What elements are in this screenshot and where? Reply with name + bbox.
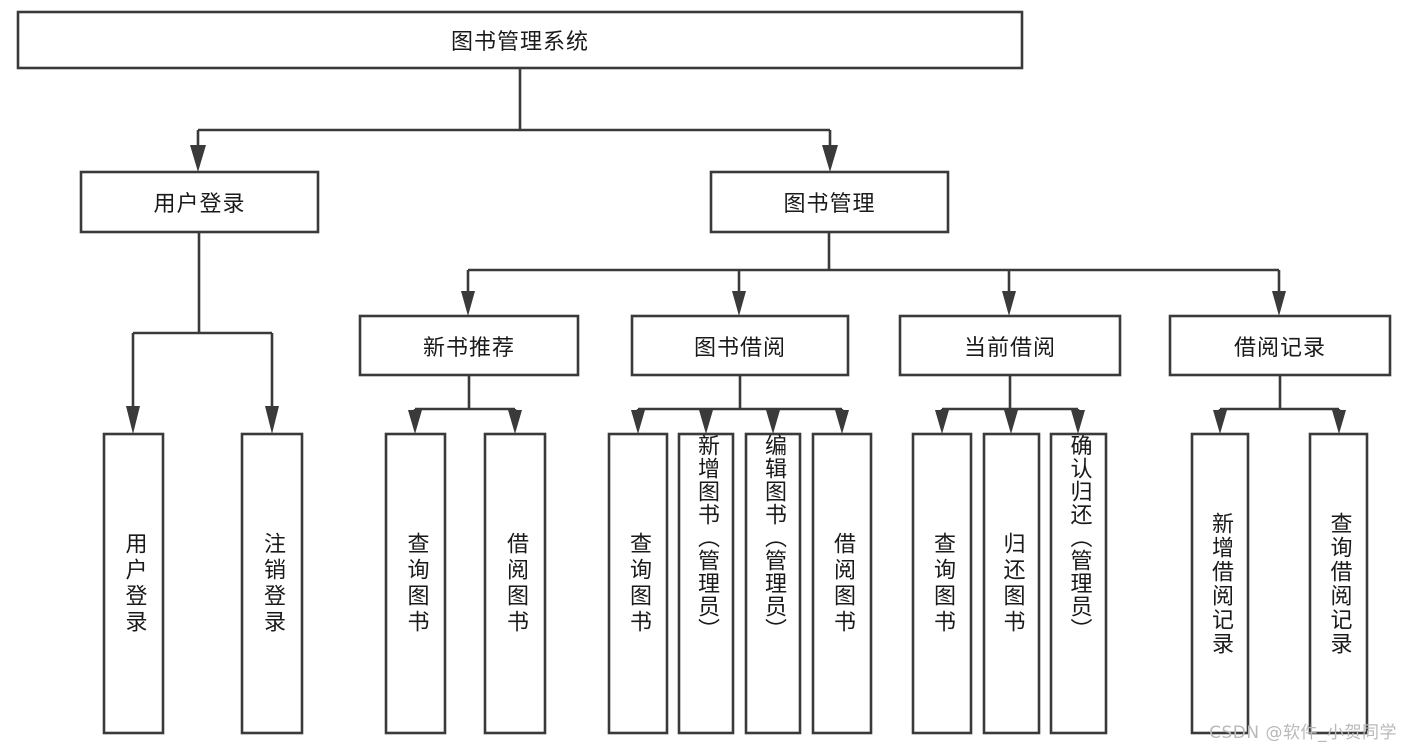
node-box-leaf-3[interactable] <box>384 432 447 735</box>
node-box-leaf-9[interactable] <box>911 432 973 735</box>
node-box-leaf-8[interactable] <box>811 432 873 735</box>
connector-root-to-level2 <box>190 68 838 172</box>
node-box-leaf-2[interactable] <box>240 432 304 735</box>
node-box-borrow-record[interactable] <box>1168 314 1392 377</box>
arrow-head-icon <box>631 410 645 434</box>
node-box-leaf-10[interactable] <box>982 432 1041 735</box>
node-box-current-borrow[interactable] <box>898 314 1122 377</box>
node-box-book-manage[interactable] <box>709 170 950 234</box>
csdn-watermark: CSDN @软件_小贺同学 <box>1209 723 1397 743</box>
node-box-leaf-6[interactable] <box>677 432 735 735</box>
arrow-head-icon <box>508 410 522 434</box>
arrow-head-icon <box>822 145 838 172</box>
node-box-leaf-5[interactable] <box>607 432 669 735</box>
connector-currentborrow-to-leaves <box>935 375 1085 434</box>
arrow-head-icon <box>265 406 279 434</box>
arrow-head-icon <box>461 291 475 316</box>
node-box-user-login[interactable] <box>79 170 320 234</box>
connector-newbookrec-to-leaves <box>408 375 522 434</box>
connector-bookborrow-to-leaves <box>631 375 849 434</box>
arrow-head-icon <box>190 145 206 172</box>
node-box-leaf-4[interactable] <box>483 432 547 735</box>
node-box-leaf-1[interactable] <box>102 432 165 735</box>
arrow-head-icon <box>1272 291 1286 316</box>
node-box-book-borrow[interactable] <box>630 314 850 377</box>
arrow-head-icon <box>126 406 140 434</box>
arrow-head-icon <box>1213 410 1227 434</box>
connector-borrowrecord-to-leaves <box>1213 375 1346 434</box>
arrow-head-icon <box>835 410 849 434</box>
node-box-root[interactable] <box>16 10 1024 70</box>
arrow-head-icon <box>766 410 780 434</box>
arrow-head-icon <box>1332 410 1346 434</box>
arrow-head-icon <box>1004 410 1018 434</box>
node-box-leaf-11[interactable] <box>1049 432 1108 735</box>
arrow-head-icon <box>699 410 713 434</box>
arrow-head-icon <box>1002 291 1016 316</box>
arrow-head-icon <box>935 410 949 434</box>
node-box-leaf-13[interactable] <box>1308 432 1369 735</box>
arrow-head-icon <box>732 291 746 316</box>
node-box-leaf-12[interactable] <box>1190 432 1250 735</box>
arrow-head-icon <box>1071 410 1085 434</box>
connector-userlogin-to-leaves <box>126 232 279 434</box>
node-box-leaf-7[interactable] <box>744 432 802 735</box>
connector-bookmanage-to-level3 <box>461 232 1286 316</box>
node-box-new-book-rec[interactable] <box>358 314 580 377</box>
arrow-head-icon <box>408 410 422 434</box>
